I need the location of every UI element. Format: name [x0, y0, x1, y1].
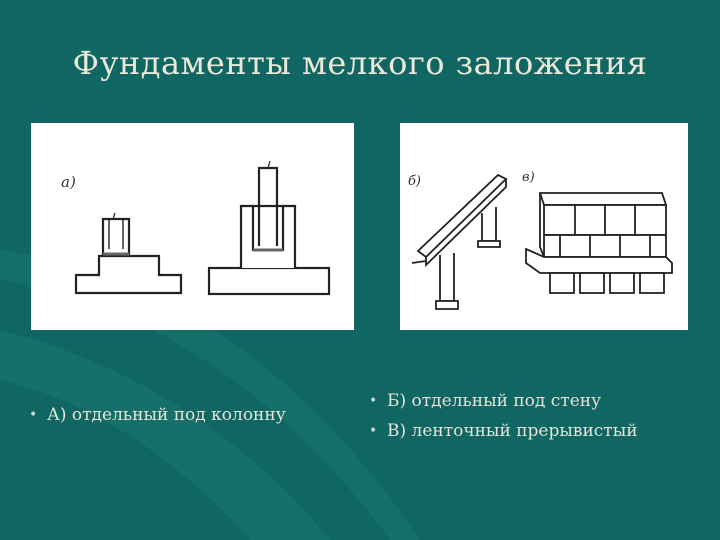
bullet-list-left: • А) отдельный под колонну [27, 400, 286, 430]
stepped-footing [74, 212, 183, 295]
bullet-item: • В) ленточный прерывистый [367, 416, 638, 446]
bullet-text: В) ленточный прерывистый [387, 421, 638, 441]
figure-label-b: б) [408, 174, 421, 189]
figure-column-foundations: а) [31, 123, 354, 330]
figure-label-v: в) [522, 170, 535, 185]
bullet-dot-icon: • [369, 423, 378, 439]
beam-on-pillars [411, 173, 508, 310]
slide-title: Фундаменты мелкого заложения [72, 44, 648, 82]
figure-wall-foundations: б) в) [400, 123, 688, 330]
bullet-list-right: • Б) отдельный под стену • В) ленточный … [367, 386, 638, 446]
figure-label-a: а) [61, 173, 76, 191]
bullet-text: А) отдельный под колонну [47, 405, 286, 425]
strip-blocks [525, 192, 673, 294]
wall-foundation-drawing: б) в) [408, 170, 673, 310]
bullet-item: • Б) отдельный под стену [367, 386, 638, 416]
bullet-item: • А) отдельный под колонну [27, 400, 286, 430]
bullet-dot-icon: • [369, 393, 378, 409]
bullet-text: Б) отдельный под стену [387, 391, 602, 411]
column-foundation-drawing: а) [61, 160, 331, 296]
cup-footing [207, 160, 331, 296]
bullet-dot-icon: • [29, 407, 38, 423]
